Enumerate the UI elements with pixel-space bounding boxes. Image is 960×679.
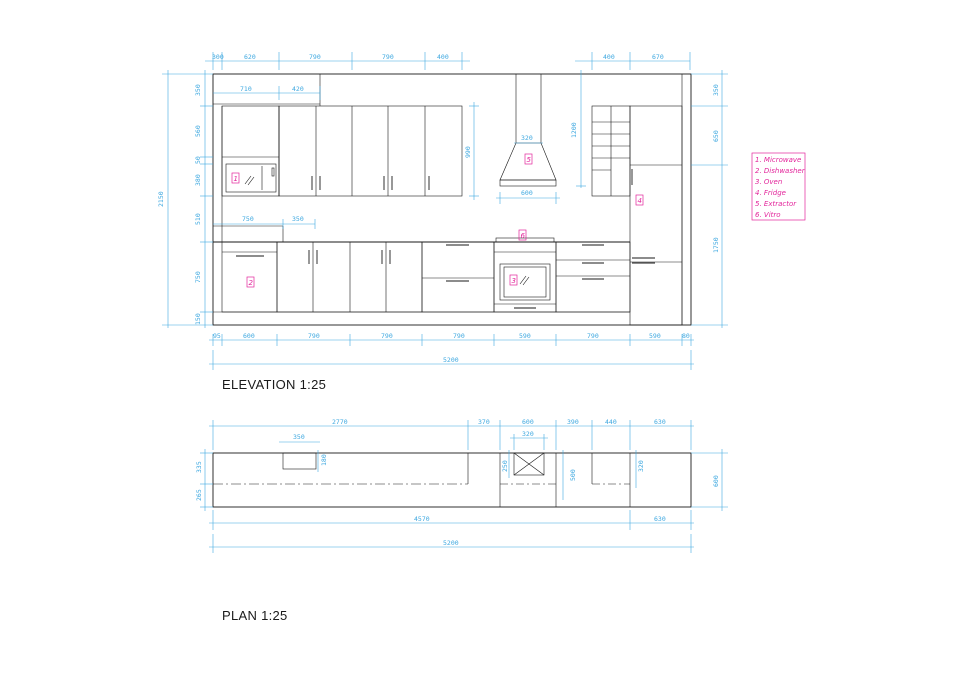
- dim-label: 1750: [712, 237, 720, 253]
- tag-oven: 3: [512, 277, 516, 285]
- dim-label: 590: [649, 332, 661, 340]
- tall-cabinet-left: [221, 105, 280, 197]
- dim-label: 790: [308, 332, 320, 340]
- dim-label: 320: [637, 460, 645, 472]
- elevation-view: 1 2 3 4 5 6 300 620 790: [157, 52, 728, 370]
- dim-label: 600: [243, 332, 255, 340]
- dim-label: 790: [381, 332, 393, 340]
- tag-extractor: 5: [527, 156, 532, 164]
- elevation-top-dims: 300 620 790 790 400 400 670: [205, 52, 691, 70]
- dim-label: 600: [521, 189, 533, 197]
- elevation-left-dims: 2150 350 560 50 380 510 750 150: [157, 70, 213, 328]
- elevation-right-dims: 350 650 1750: [691, 70, 728, 328]
- plan-view: [212, 452, 692, 508]
- dim-label: 510: [194, 213, 202, 225]
- dim-label: 670: [652, 53, 664, 61]
- counter-dims: 750 350: [213, 215, 316, 229]
- dim-label: 790: [382, 53, 394, 61]
- dim-label: 350: [293, 433, 305, 441]
- dim-label: 335: [195, 461, 203, 473]
- hood-dims: 320 600 1200 990: [464, 70, 586, 204]
- dim-label: 400: [437, 53, 449, 61]
- plan-side-dims: 335 265 600: [195, 449, 728, 511]
- plan-inner-dims: 180 250 500 320: [317, 450, 645, 500]
- dim-label: 5200: [443, 539, 459, 547]
- dim-label: 320: [522, 430, 534, 438]
- dim-label: 790: [587, 332, 599, 340]
- dim-label: 790: [453, 332, 465, 340]
- dim-label: 150: [194, 313, 202, 325]
- dim-label: 630: [654, 418, 666, 426]
- dim-label: 710: [240, 85, 252, 93]
- legend: 1. Microwave 2. Dishwasher 3. Oven 4. Fr…: [751, 152, 806, 221]
- dim-label: 560: [194, 125, 202, 137]
- dim-label: 600: [712, 475, 720, 487]
- dim-label: 420: [292, 85, 304, 93]
- plan-outline: [212, 452, 692, 508]
- elevation-outline: [212, 73, 692, 326]
- legend-item: 4. Fridge: [755, 189, 786, 197]
- tag-vitro: 6: [521, 232, 526, 240]
- legend-item: 1. Microwave: [755, 156, 801, 164]
- tag-dishwasher: 2: [249, 279, 254, 287]
- dim-label: 180: [320, 454, 328, 466]
- hob-cutout: [513, 452, 545, 476]
- legend-item: 3. Oven: [755, 178, 782, 186]
- dim-label: 350: [712, 84, 720, 96]
- dim-label: 380: [194, 174, 202, 186]
- dim-label: 95: [213, 332, 221, 340]
- plan-bottom-dims: 4570 630 5200: [209, 510, 694, 553]
- dim-label: 2770: [332, 418, 348, 426]
- dim-label: 350: [292, 215, 304, 223]
- tag-fridge: 4: [638, 197, 642, 205]
- dim-label: 600: [522, 418, 534, 426]
- dim-label: 2150: [157, 191, 165, 207]
- dim-label: 300: [212, 53, 224, 61]
- dim-label: 440: [605, 418, 617, 426]
- elevation-bottom-dims: 95 600 790 790 790 590 790 590 80 5200: [209, 332, 694, 370]
- sink: [282, 452, 317, 470]
- dim-label: 350: [194, 84, 202, 96]
- fridge: [629, 105, 683, 326]
- dim-label: 80: [682, 332, 690, 340]
- dim-label: 790: [309, 53, 321, 61]
- dim-label: 750: [242, 215, 254, 223]
- legend-item: 6. Vitro: [755, 211, 781, 219]
- dim-label: 265: [195, 489, 203, 501]
- dim-label: 650: [712, 130, 720, 142]
- wall-cabinets: [278, 105, 463, 197]
- elevation-upper-dims: 710 420: [213, 85, 321, 100]
- microwave: [225, 163, 277, 193]
- plan-top-dims: 2770 370 600 390 440 630 350 320: [209, 418, 694, 450]
- dim-label: 500: [569, 469, 577, 481]
- dim-label: 400: [603, 53, 615, 61]
- dim-label: 630: [654, 515, 666, 523]
- dim-label: 620: [244, 53, 256, 61]
- tall-unit-right: [591, 74, 683, 326]
- dim-label: 250: [501, 460, 509, 472]
- dim-label: 50: [194, 156, 202, 164]
- appliance-tags: 1 2 3 4 5 6: [231, 153, 644, 288]
- elevation-title: ELEVATION 1:25: [222, 377, 326, 392]
- plan-title: PLAN 1:25: [222, 608, 288, 623]
- base-cabinets: [213, 241, 631, 313]
- dim-label: 5200: [443, 356, 459, 364]
- dim-label: 4570: [414, 515, 430, 523]
- oven: [499, 263, 551, 301]
- dim-label: 390: [567, 418, 579, 426]
- dim-label: 990: [464, 146, 472, 158]
- dim-label: 1200: [570, 122, 578, 138]
- tag-microwave: 1: [234, 175, 238, 183]
- extractor-hood: [499, 74, 557, 187]
- legend-item: 5. Extractor: [755, 200, 797, 208]
- dim-label: 750: [194, 271, 202, 283]
- dim-label: 320: [521, 134, 533, 142]
- dim-label: 590: [519, 332, 531, 340]
- legend-item: 2. Dishwasher: [755, 167, 806, 175]
- dim-label: 370: [478, 418, 490, 426]
